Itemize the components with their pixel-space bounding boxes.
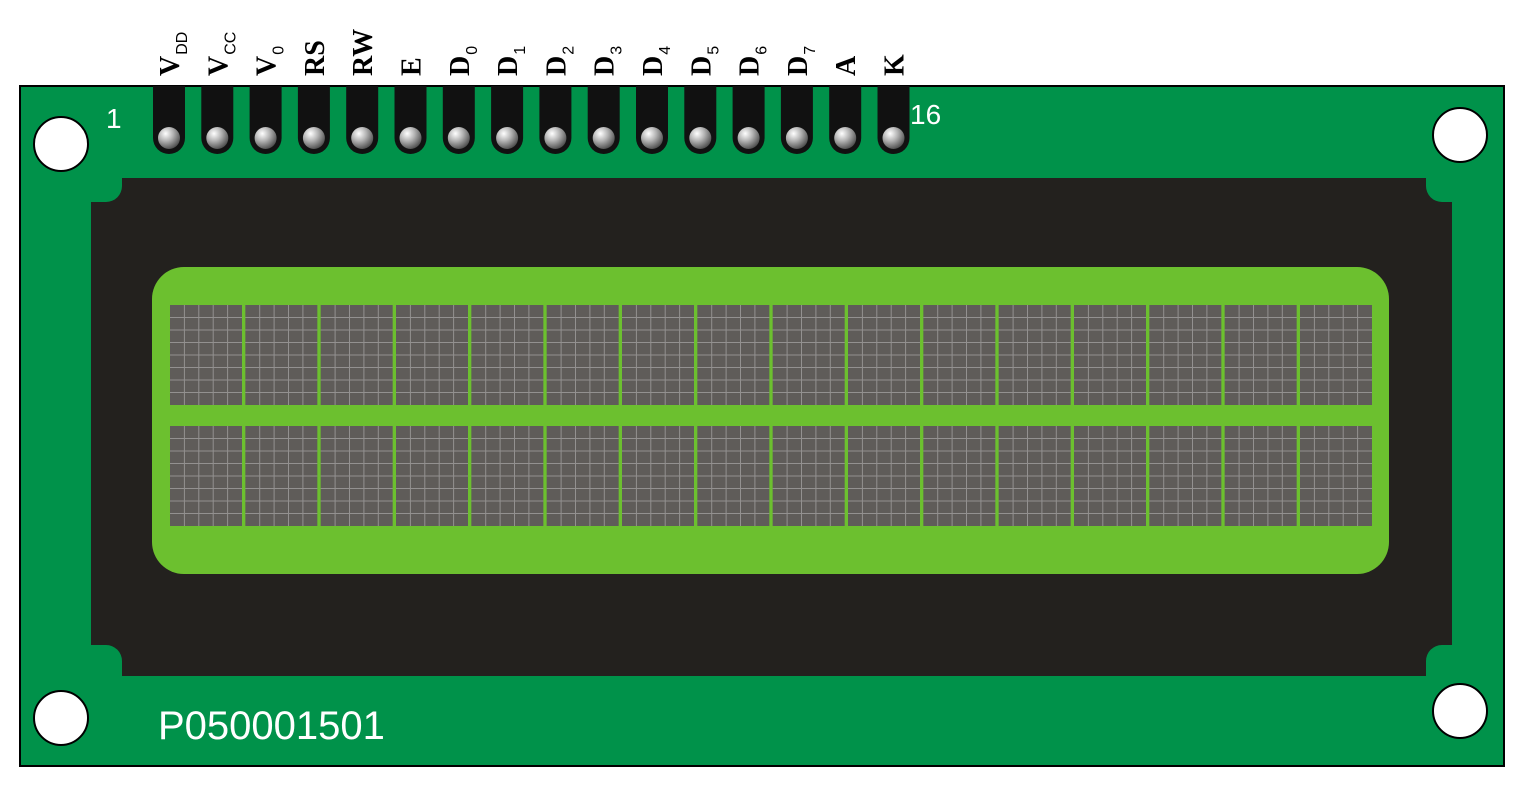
pin-label-1: VDD <box>155 32 191 76</box>
mounting-hole-bottom-right <box>1432 683 1488 739</box>
pin-label-13: D6 <box>735 46 771 76</box>
pin-hole-3 <box>254 127 277 149</box>
char-cell-r2-c7 <box>622 426 694 526</box>
part-number-label: P050001501 <box>158 704 385 748</box>
pin-hole-5 <box>351 127 374 149</box>
pin-label-15: A <box>831 55 862 76</box>
pin-hole-14 <box>785 127 808 149</box>
char-cell-r1-c12 <box>998 305 1071 405</box>
pin-hole-8 <box>496 127 519 149</box>
pin-label-16: K <box>880 54 911 76</box>
char-cell-r2-c6 <box>546 426 619 526</box>
char-cell-r2-c8 <box>697 426 770 526</box>
pin-hole-16 <box>882 127 905 149</box>
char-cell-r1-c5 <box>471 305 544 405</box>
char-cell-r2-c15 <box>1224 426 1297 526</box>
char-cell-r2-c4 <box>396 426 468 526</box>
char-cell-r2-c10 <box>848 426 920 526</box>
char-cell-r1-c1 <box>170 305 242 405</box>
pin-label-5: RW <box>348 29 379 76</box>
char-cell-r2-c11 <box>923 426 996 526</box>
pin-hole-4 <box>302 127 325 149</box>
char-cell-r1-c2 <box>245 305 318 405</box>
pin-label-3: V0 <box>252 46 288 76</box>
pin-hole-13 <box>737 127 760 149</box>
char-cell-r1-c3 <box>320 305 393 405</box>
pin-hole-10 <box>592 127 615 149</box>
char-cell-r2-c14 <box>1149 426 1222 526</box>
char-cell-r2-c3 <box>320 426 393 526</box>
pin-16-number: 16 <box>910 99 941 130</box>
char-cell-r1-c16 <box>1300 305 1372 405</box>
char-cell-r1-c14 <box>1149 305 1222 405</box>
pin-hole-7 <box>447 127 470 149</box>
char-cell-r2-c5 <box>471 426 544 526</box>
pin-hole-6 <box>399 127 422 149</box>
pin-label-9: D2 <box>541 46 577 76</box>
pin-label-14: D7 <box>783 46 819 76</box>
char-cell-r2-c1 <box>170 426 242 526</box>
char-cell-r1-c13 <box>1074 305 1146 405</box>
pin-hole-12 <box>689 127 712 149</box>
char-cell-r1-c8 <box>697 305 770 405</box>
char-cell-r2-c16 <box>1300 426 1372 526</box>
char-cell-r1-c11 <box>923 305 996 405</box>
pin-1-number: 1 <box>106 103 122 134</box>
mounting-hole-bottom-left <box>33 690 89 746</box>
pin-label-12: D5 <box>686 46 722 76</box>
char-cell-r1-c6 <box>546 305 619 405</box>
mounting-hole-top-right <box>1432 107 1488 163</box>
character-grid <box>170 305 1372 526</box>
char-cell-r2-c2 <box>245 426 318 526</box>
pin-hole-2 <box>206 127 229 149</box>
char-cell-r1-c9 <box>772 305 845 405</box>
char-cell-r2-c13 <box>1074 426 1146 526</box>
pin-label-10: D3 <box>590 46 626 76</box>
pin-label-7: D0 <box>445 46 481 76</box>
char-cell-r1-c7 <box>622 305 694 405</box>
pin-label-2: VCC <box>203 32 239 76</box>
char-cell-r1-c10 <box>848 305 920 405</box>
pin-hole-11 <box>641 127 663 149</box>
pin-label-4: RS <box>300 40 331 76</box>
pin-label-8: D1 <box>493 46 529 76</box>
pin-label-6: E <box>397 57 428 76</box>
char-cell-r1-c4 <box>396 305 468 405</box>
char-cell-r2-c12 <box>998 426 1071 526</box>
char-cell-r2-c9 <box>772 426 845 526</box>
pin-hole-9 <box>544 127 567 149</box>
pin-label-11: D4 <box>638 46 674 76</box>
mounting-hole-top-left <box>33 116 89 172</box>
char-cell-r1-c15 <box>1224 305 1297 405</box>
pin-hole-15 <box>834 127 857 149</box>
pin-hole-1 <box>158 127 180 149</box>
